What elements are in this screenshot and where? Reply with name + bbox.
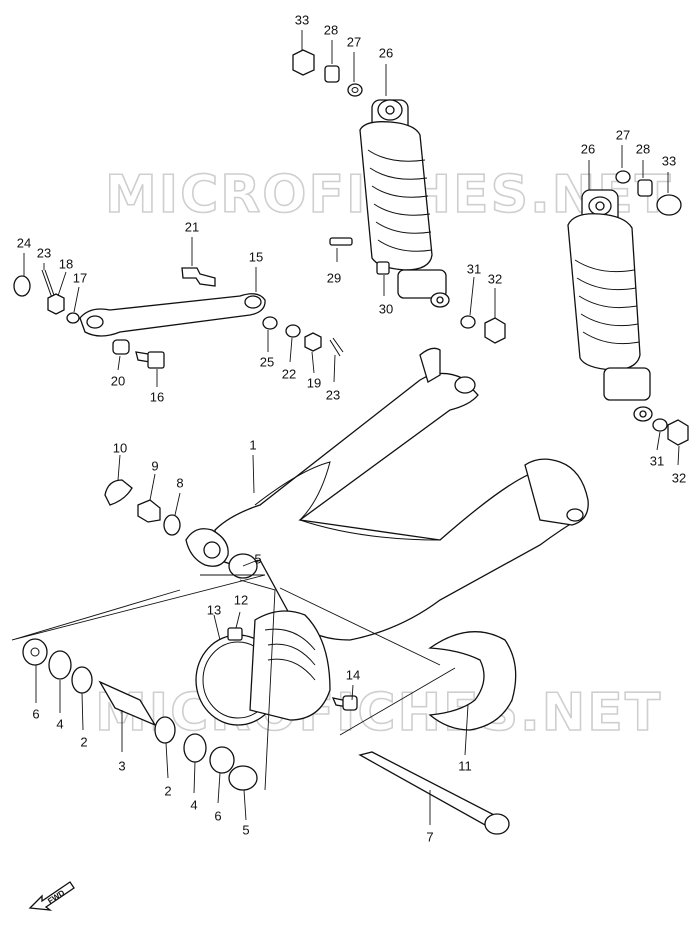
callout-1: 1 <box>249 437 256 452</box>
callout-28: 28 <box>324 22 338 37</box>
callout-7: 7 <box>426 829 433 844</box>
callout-32: 32 <box>672 470 686 485</box>
callout-2: 2 <box>80 734 87 749</box>
callout-4: 4 <box>56 716 63 731</box>
callout-29: 29 <box>327 270 341 285</box>
callout-8: 8 <box>176 475 183 490</box>
callout-32: 32 <box>488 271 502 286</box>
callout-24: 24 <box>17 235 31 250</box>
swing-arm <box>185 347 589 641</box>
callout-13: 13 <box>207 602 221 617</box>
callout-4: 4 <box>190 797 197 812</box>
callout-28: 28 <box>636 141 650 156</box>
callout-26: 26 <box>379 45 393 60</box>
callout-19: 19 <box>307 375 321 390</box>
callout-27: 27 <box>347 34 361 49</box>
callout-23: 23 <box>326 387 340 402</box>
callout-27: 27 <box>616 127 630 142</box>
callout-5: 5 <box>254 551 261 566</box>
callout-3: 3 <box>118 758 125 773</box>
pivot-shaft <box>358 751 510 835</box>
callout-17: 17 <box>73 270 87 285</box>
callout-5: 5 <box>242 822 249 837</box>
callout-labels: 33 28 27 26 27 26 28 33 21 29 24 23 18 1… <box>17 12 686 844</box>
left-shock-top-hardware <box>292 49 363 97</box>
shock-bottom-hardware <box>329 237 689 446</box>
callout-6: 6 <box>214 808 221 823</box>
forward-direction-arrow: FWD <box>28 881 75 911</box>
callout-21: 21 <box>185 219 199 234</box>
torque-rod <box>13 267 344 369</box>
callout-10: 10 <box>113 440 127 455</box>
callout-20: 20 <box>111 373 125 388</box>
callout-18: 18 <box>59 256 73 271</box>
callout-14: 14 <box>346 667 360 682</box>
leader-lines <box>11 30 680 825</box>
callout-15: 15 <box>249 249 263 264</box>
final-drive-boot <box>195 610 358 726</box>
callout-31: 31 <box>650 453 664 468</box>
callout-26: 26 <box>581 141 595 156</box>
callout-9: 9 <box>151 458 158 473</box>
callout-12: 12 <box>234 592 248 607</box>
callout-25: 25 <box>260 354 274 369</box>
callout-22: 22 <box>282 366 296 381</box>
callout-33: 33 <box>662 153 676 168</box>
callout-30: 30 <box>379 301 393 316</box>
cover <box>428 631 517 731</box>
pivot-bearing-set <box>22 553 258 791</box>
callout-16: 16 <box>150 389 164 404</box>
right-shock-top-hardware <box>615 170 682 216</box>
callout-2: 2 <box>164 783 171 798</box>
callout-33: 33 <box>295 12 309 27</box>
callout-6: 6 <box>32 706 39 721</box>
right-shock-absorber <box>567 189 653 422</box>
pivot-cap-hardware <box>104 479 181 536</box>
callout-31: 31 <box>467 261 481 276</box>
callout-23: 23 <box>37 245 51 260</box>
callout-11: 11 <box>458 758 472 773</box>
